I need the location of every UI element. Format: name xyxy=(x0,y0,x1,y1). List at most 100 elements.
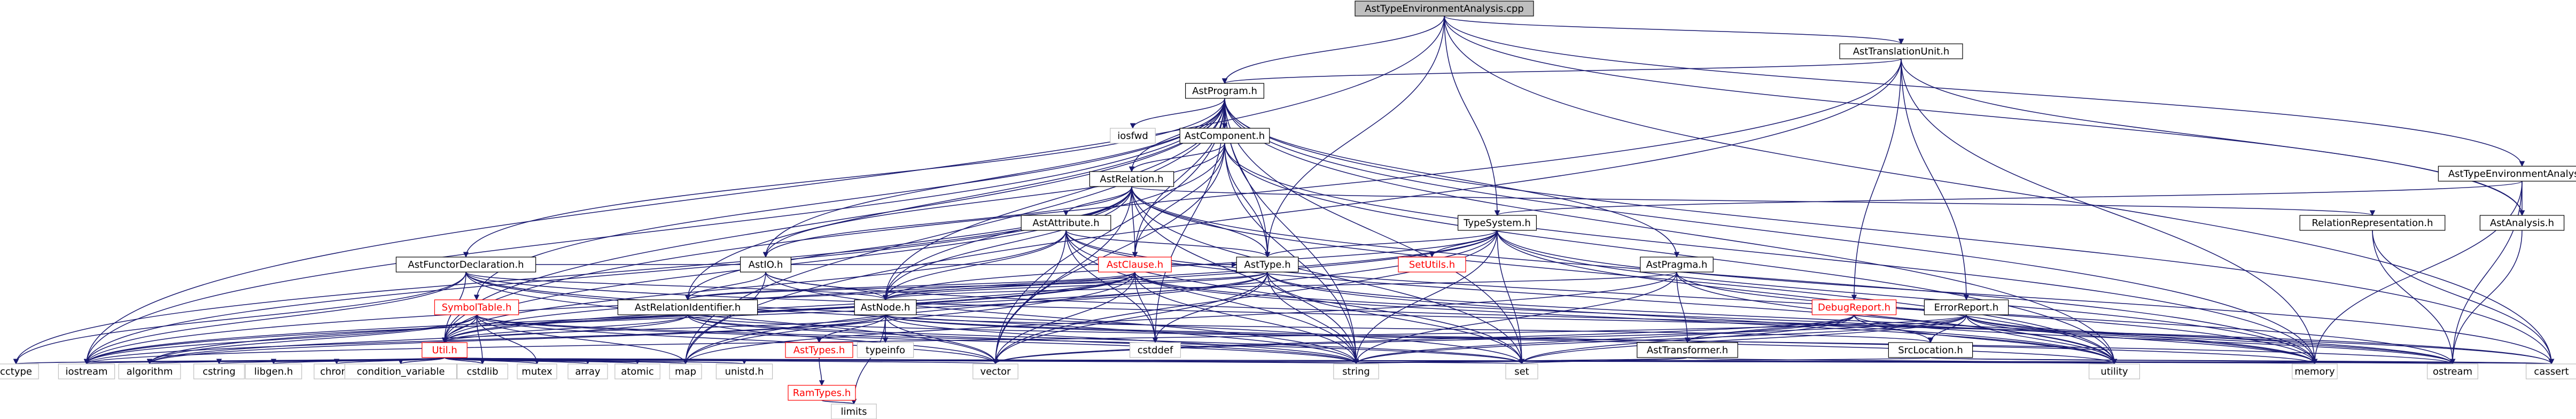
node-rel[interactable]: AstRelation.h xyxy=(1089,171,1174,187)
node-box xyxy=(1811,299,1897,315)
node-prog[interactable]: AstProgram.h xyxy=(1185,83,1265,99)
node-asttypes[interactable]: AstTypes.h xyxy=(785,342,853,358)
node-array: array xyxy=(567,363,608,379)
node-transformer[interactable]: AstTransformer.h xyxy=(1637,342,1738,358)
edge-pragma-to-transformer xyxy=(1676,271,1691,344)
edge-root-to-cassert xyxy=(1444,15,2555,365)
edge-attr-to-astnode xyxy=(882,230,1067,301)
node-box xyxy=(1839,43,1963,59)
node-attr[interactable]: AstAttribute.h xyxy=(1021,215,1111,231)
node-box xyxy=(2292,363,2338,379)
node-box xyxy=(434,299,519,315)
edge-rel-to-string xyxy=(1131,186,1359,365)
node-label: AstAttribute.h xyxy=(1032,218,1099,229)
node-relid[interactable]: AstRelationIdentifier.h xyxy=(617,299,758,315)
node-util[interactable]: Util.h xyxy=(422,342,468,358)
edge-root-to-typesys xyxy=(1444,15,1500,216)
edge-typesys-to-vector xyxy=(992,230,1498,365)
node-relrep[interactable]: RelationRepresentation.h xyxy=(2299,215,2446,231)
edge-typesys-to-asttype xyxy=(1264,230,1498,258)
node-label: AstType.h xyxy=(1244,259,1290,270)
edge-rel-to-relrep xyxy=(1131,186,2375,216)
edge-symtab-to-iostream xyxy=(83,314,477,365)
node-box xyxy=(245,363,302,379)
node-typesys[interactable]: TypeSystem.h xyxy=(1458,215,1537,231)
node-label: AstFunctorDeclaration.h xyxy=(408,259,524,270)
edge-astio-to-ostream xyxy=(765,271,2455,365)
edge-debug-to-set xyxy=(1519,314,1855,365)
edge-root-to-analysis xyxy=(1444,15,2525,216)
node-tu[interactable]: AstTranslationUnit.h xyxy=(1839,43,1963,59)
edge-transformer-to-utility xyxy=(1687,357,2116,365)
node-label: AstTranslationUnit.h xyxy=(1853,46,1950,57)
node-analysis[interactable]: AstAnalysis.h xyxy=(2479,215,2565,231)
node-label: RelationRepresentation.h xyxy=(2312,218,2433,229)
edge-astnode-to-string xyxy=(885,314,1359,365)
node-asttype[interactable]: AstType.h xyxy=(1236,257,1299,273)
edge-prog-to-util xyxy=(441,98,1225,344)
edge-comp-to-clause xyxy=(1132,143,1225,258)
node-box xyxy=(972,363,1018,379)
edge-typesys-to-astnode xyxy=(882,230,1498,301)
edge-relid-to-ostream xyxy=(687,314,2455,365)
edge-root-to-asttype xyxy=(1264,15,1445,258)
edge-debug-to-vector xyxy=(993,314,1855,365)
node-box xyxy=(1924,299,2009,315)
node-map: map xyxy=(669,363,702,379)
edge-tea_h-to-ostream xyxy=(2449,181,2523,365)
node-box xyxy=(1888,342,1973,358)
node-limits: limits xyxy=(831,404,877,419)
node-error[interactable]: ErrorReport.h xyxy=(1924,299,2009,315)
node-funcdecl[interactable]: AstFunctorDeclaration.h xyxy=(395,257,536,273)
node-set: set xyxy=(1505,363,1538,379)
node-box xyxy=(857,342,914,358)
node-astio[interactable]: AstIO.h xyxy=(740,257,791,273)
node-label: cstring xyxy=(203,366,236,377)
edge-asttypes-to-ramtypes xyxy=(819,357,825,386)
edge-error-to-srcloc xyxy=(1927,314,1967,344)
node-astnode[interactable]: AstNode.h xyxy=(854,299,917,315)
edge-asttype-to-iostream xyxy=(83,271,1268,365)
node-memory: memory xyxy=(2292,363,2338,379)
node-ostream: ostream xyxy=(2427,363,2479,379)
node-setutils[interactable]: SetUtils.h xyxy=(1398,257,1466,273)
node-box xyxy=(1185,83,1265,99)
node-debug[interactable]: DebugReport.h xyxy=(1811,299,1897,315)
edge-asttype-to-astnode xyxy=(883,271,1268,301)
node-clause[interactable]: AstClause.h xyxy=(1098,257,1172,273)
node-box xyxy=(395,257,536,273)
edge-rel-to-clause xyxy=(1131,186,1138,258)
edge-clause-to-memory xyxy=(1134,271,2318,365)
node-label: SetUtils.h xyxy=(1409,259,1455,270)
edge-relid-to-vector xyxy=(687,314,999,365)
edge-root-to-prog xyxy=(1221,15,1445,84)
node-label: iosfwd xyxy=(1117,130,1148,142)
node-label: iostream xyxy=(65,366,107,377)
node-label: AstTypeEnvironmentAnalysis.h xyxy=(2448,168,2576,180)
node-symtab[interactable]: SymbolTable.h xyxy=(434,299,519,315)
node-pragma[interactable]: AstPragma.h xyxy=(1640,257,1714,273)
node-comp[interactable]: AstComponent.h xyxy=(1179,128,1270,144)
edge-typesys-to-cassert xyxy=(1497,230,2555,365)
edge-tu-to-prog xyxy=(1222,58,1902,84)
node-label: atomic xyxy=(621,366,654,377)
edge-asttype-to-set xyxy=(1267,271,1525,365)
node-libgen: libgen.h xyxy=(245,363,302,379)
edge-prog-to-utility xyxy=(1224,98,2118,365)
node-box xyxy=(614,363,660,379)
node-box xyxy=(422,342,468,358)
node-root[interactable]: AstTypeEnvironmentAnalysis.cpp xyxy=(1355,1,1534,17)
edge-asttype-to-string xyxy=(1267,271,1359,365)
node-srcloc[interactable]: SrcLocation.h xyxy=(1888,342,1973,358)
node-string: string xyxy=(1333,363,1379,379)
node-box xyxy=(831,404,877,419)
edge-funcdecl-to-vector xyxy=(465,271,999,365)
node-ramtypes[interactable]: RamTypes.h xyxy=(788,385,856,401)
node-label: map xyxy=(675,366,696,377)
node-box xyxy=(567,363,608,379)
node-box xyxy=(788,385,856,401)
edge-prog-to-cassert xyxy=(1224,98,2555,365)
node-label: condition_variable xyxy=(357,366,445,377)
node-tea_h[interactable]: AstTypeEnvironmentAnalysis.h xyxy=(2438,166,2576,182)
node-label: AstRelationIdentifier.h xyxy=(635,302,741,313)
